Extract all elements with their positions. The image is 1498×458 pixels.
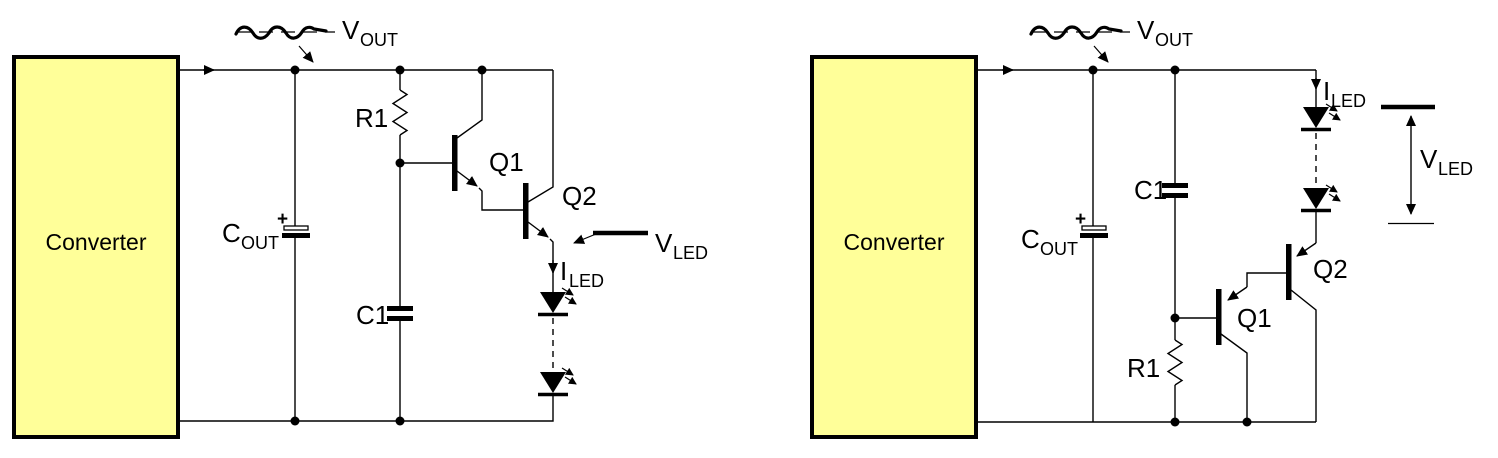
q1-emitter-arrow-icon: [1227, 286, 1248, 301]
iled-label-sub: LED: [1331, 91, 1366, 111]
q2-base-wire: [1246, 272, 1286, 287]
vled-pointer: [573, 230, 648, 244]
iled-label-main: I: [560, 256, 567, 286]
q2-label: Q2: [1313, 254, 1348, 284]
q2-label: Q2: [562, 181, 597, 211]
q1-emitter-arrow-icon: [456, 170, 478, 187]
vout-pointer-arrow-icon: [1093, 45, 1109, 63]
led-2: [538, 367, 577, 397]
q2-emitter-arrow-icon: [1296, 242, 1317, 257]
converter-box: [810, 55, 978, 439]
vout-pointer-arrow-icon: [298, 45, 314, 63]
capacitor-c1: [387, 306, 413, 321]
left-circuit: Converter V OUT + C OUT: [12, 15, 708, 439]
led-emission-arrow-icon: [561, 287, 574, 296]
converter-box: [12, 55, 180, 439]
led-emission-arrow-icon: [1325, 103, 1338, 112]
vled-pointer-arrow-icon: [573, 233, 597, 244]
vout-ripple-icon: [1029, 25, 1130, 40]
cout-label-sub: OUT: [241, 233, 279, 253]
capacitor-c1: [1162, 183, 1188, 198]
vled-dimension: [1381, 104, 1435, 225]
q1-collector-wire: [456, 70, 483, 139]
transistor-q2: [1246, 242, 1317, 422]
vout-label-main: V: [1137, 15, 1155, 45]
vout-label: V OUT: [342, 15, 398, 50]
iled-label: I LED: [560, 256, 604, 291]
q2-emitter-arrow-icon: [527, 221, 549, 238]
led-emission-arrow-icon: [1325, 184, 1338, 193]
cout-label-sub: OUT: [1040, 239, 1078, 259]
iled-label-main: I: [1323, 76, 1330, 106]
led-1: [1301, 103, 1341, 132]
transistor-q1: [400, 70, 523, 211]
q1-label: Q1: [489, 147, 524, 177]
junction-dots: [290, 65, 487, 426]
vled-label-main: V: [655, 228, 673, 258]
cout-label: C OUT: [1021, 224, 1078, 259]
q2-emitter-wire: [549, 238, 554, 292]
converter-label: Converter: [844, 229, 945, 255]
vled-label: V LED: [1420, 144, 1473, 179]
capacitor-cout: [282, 225, 310, 238]
led-emission-arrow-icon: [564, 296, 577, 305]
cout-plus-sign: +: [1075, 209, 1086, 230]
cout-label: C OUT: [222, 218, 279, 253]
q2-collector-wire: [527, 70, 554, 203]
cout-label-main: C: [222, 218, 241, 248]
transistor-q1: [1175, 286, 1248, 422]
vout-label-main: V: [342, 15, 360, 45]
led-1: [538, 287, 577, 317]
converter-label: Converter: [46, 229, 147, 255]
c1-label: C1: [1134, 175, 1167, 205]
vout-label-sub: OUT: [360, 30, 398, 50]
led-emission-arrow-icon: [1328, 193, 1341, 202]
vled-label: V LED: [655, 228, 708, 263]
capacitor-cout: [1080, 225, 1108, 238]
transistor-q2: [523, 70, 554, 292]
cout-label-main: C: [1021, 224, 1040, 254]
cout-plus-sign: +: [277, 209, 288, 230]
resistor-r1: [391, 89, 409, 136]
vled-label-main: V: [1420, 144, 1438, 174]
vout-label: V OUT: [1137, 15, 1193, 50]
junction-dots: [1088, 65, 1252, 427]
ground-return-wire: [178, 395, 554, 422]
led-emission-arrow-icon: [564, 376, 577, 385]
q1-emitter-wire: [478, 187, 523, 211]
q1-label: Q1: [1237, 303, 1272, 333]
c1-label: C1: [356, 300, 389, 330]
q1-collector-wire: [1220, 333, 1248, 422]
right-circuit: Converter V OUT + C OUT C1: [810, 15, 1473, 439]
led-emission-arrow-icon: [1328, 112, 1341, 121]
led-emission-arrow-icon: [561, 367, 574, 376]
vled-label-sub: LED: [673, 243, 708, 263]
iled-label: I LED: [1323, 76, 1366, 111]
vout-ripple-icon: [234, 25, 335, 40]
iled-label-sub: LED: [569, 271, 604, 291]
led-2: [1301, 184, 1341, 213]
r1-label: R1: [1127, 353, 1160, 383]
resistor-r1: [1166, 339, 1184, 386]
r1-label: R1: [355, 103, 388, 133]
q2-collector-wire: [1290, 289, 1317, 422]
vout-label-sub: OUT: [1155, 30, 1193, 50]
vled-label-sub: LED: [1438, 159, 1473, 179]
